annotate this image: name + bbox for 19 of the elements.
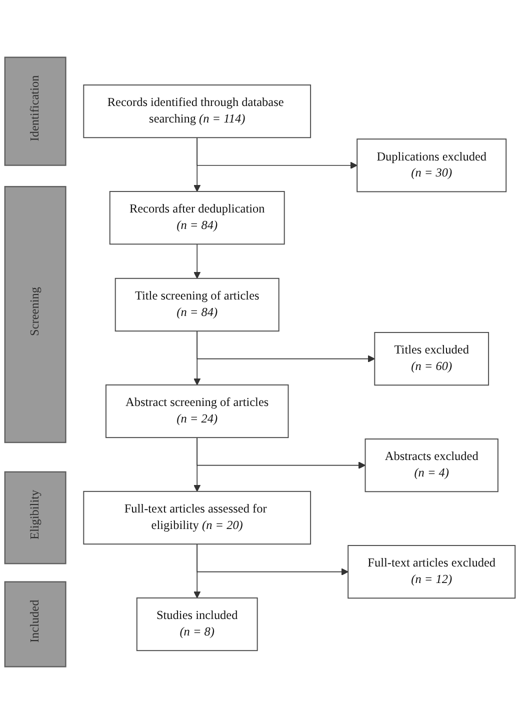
arrow [194, 437, 201, 492]
node-box: Screening [4, 186, 66, 444]
node-box: Records after deduplication (n = 84) [109, 191, 285, 245]
node-box: Included [4, 581, 66, 668]
arrow [194, 330, 201, 386]
node-box: Full-text articles assessed for eligibility (n = 20) [83, 490, 312, 545]
node-box: Title screening of articles (n = 84) [114, 278, 280, 332]
node-box: Eligibility [4, 471, 66, 564]
arrow [194, 137, 201, 192]
node-box: Identification [4, 56, 66, 166]
node-box: Abstract screening of articles (n = 24) [105, 384, 289, 438]
node-box: Titles excluded (n = 60) [374, 332, 490, 386]
node-box: Records identified through database searching (n = 114) [83, 84, 312, 138]
node-box: Full-text articles excluded (n = 12) [348, 545, 516, 599]
node-box: Duplications excluded (n = 30) [356, 138, 507, 192]
arrow [194, 544, 201, 598]
node-box: Studies included (n = 8) [136, 597, 258, 652]
node-box: Abstracts excluded (n = 4) [364, 438, 498, 492]
arrow [194, 244, 201, 279]
